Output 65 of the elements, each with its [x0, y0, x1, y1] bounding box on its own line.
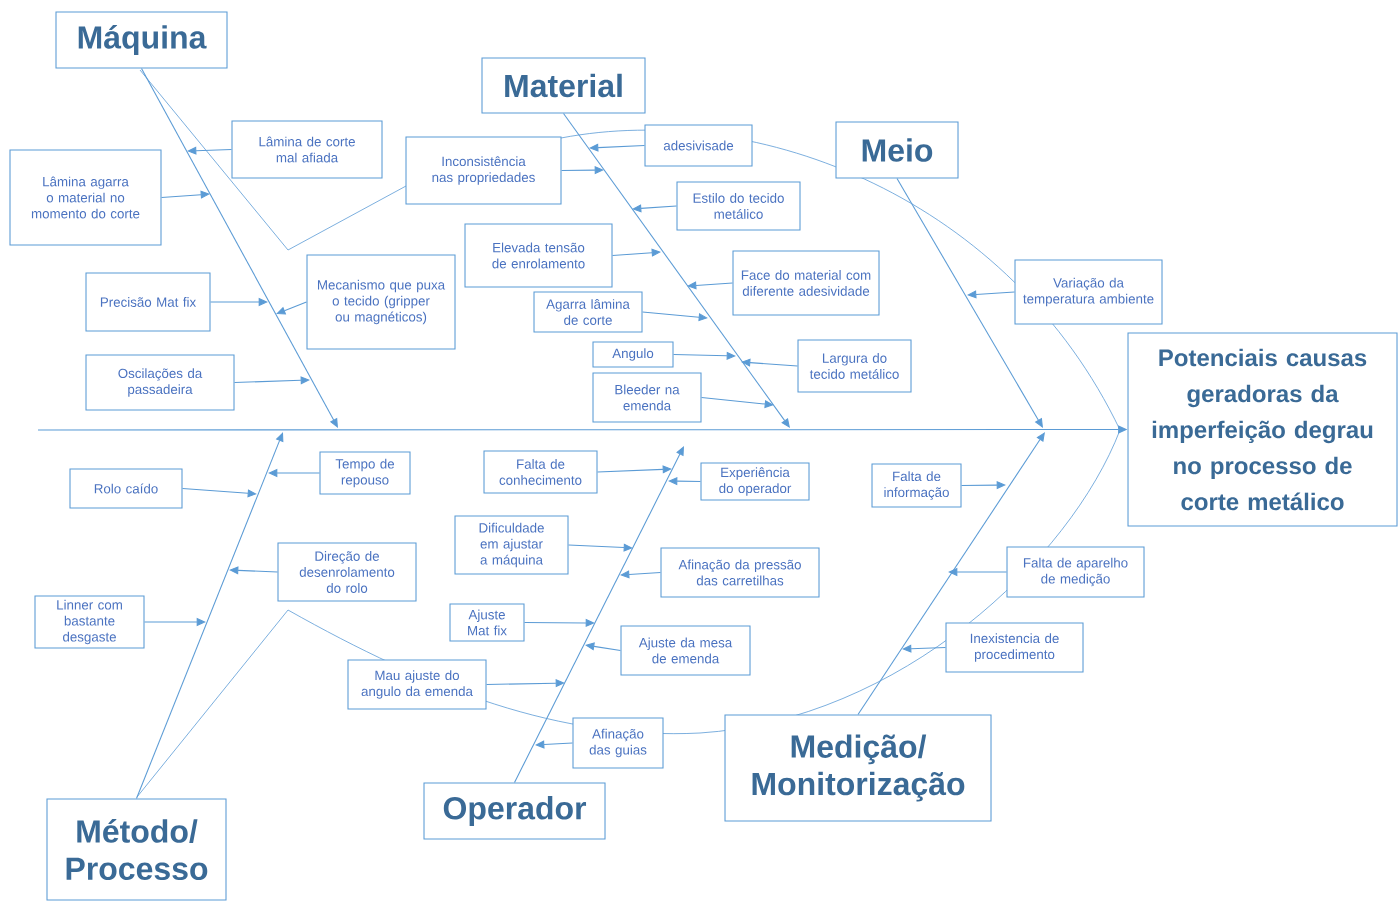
- cause-box: Variação da temperatura ambiente: [1014, 259, 1163, 325]
- arrow: [642, 311, 708, 322]
- cause-box: Afinação das guias: [572, 717, 664, 769]
- arrow: [513, 446, 684, 783]
- cause-box: Precisão Mat fix: [85, 272, 211, 332]
- cause-box: Oscilações da passadeira: [85, 354, 235, 411]
- cause-box: Mau ajuste do angulo da emenda: [347, 659, 487, 710]
- arrow: [668, 477, 701, 486]
- arrow: [585, 642, 621, 652]
- arrow: [620, 570, 661, 579]
- arrow: [857, 432, 1045, 715]
- cause-box: Estilo do tecido metálico: [676, 181, 801, 231]
- category-box: Método/ Processo: [46, 798, 227, 901]
- arrow: [535, 740, 573, 749]
- arrow: [486, 679, 565, 688]
- category-box: Meio: [835, 121, 959, 179]
- cause-box: Ajuste Mat fix: [449, 603, 525, 642]
- arrow: [902, 644, 946, 653]
- category-box: Medição/ Monitorização: [724, 714, 992, 822]
- arrow: [673, 351, 736, 360]
- category-box: Máquina: [55, 11, 228, 69]
- arrow: [234, 376, 310, 385]
- cause-box: Dificuldade em ajustar a máquina: [454, 515, 569, 575]
- cause-box: Tempo de repouso: [319, 451, 411, 495]
- arrow: [135, 432, 284, 799]
- cause-box: Elevada tensão de enrolamento: [464, 223, 613, 288]
- cause-box: Bleeder na emenda: [592, 372, 702, 423]
- arrow: [182, 487, 257, 498]
- cause-box: Lâmina agarra o material no momento do corte: [9, 149, 162, 246]
- category-box: Material: [481, 57, 646, 114]
- category-box: Operador: [423, 782, 606, 840]
- arrow: [589, 143, 645, 152]
- arrow: [632, 204, 677, 213]
- cause-box: Mecanismo que puxa o tecido (gripper ou magnéticos): [306, 254, 456, 350]
- cause-box: Lâmina de corte mal afiada: [231, 120, 383, 179]
- cause-box: Linner com bastante desgaste: [34, 595, 145, 649]
- cause-box: Experiência do operador: [700, 462, 810, 501]
- cause-box: Ajuste da mesa de emenda: [620, 625, 751, 676]
- cause-box: Agarra lâmina de corte: [533, 291, 643, 333]
- arrow: [229, 566, 278, 575]
- arrow: [140, 68, 338, 428]
- cause-box: Direção de desenrolamento do rolo: [277, 542, 417, 602]
- cause-box: Inexistencia de procedimento: [945, 622, 1084, 673]
- cause-box: Rolo caído: [69, 468, 183, 509]
- arrow: [562, 113, 790, 428]
- effect-box: Potenciais causas geradoras da imperfeição degrau no processo de corte metálico: [1127, 332, 1398, 527]
- cause-box: adesivisade: [644, 124, 753, 167]
- arrow: [568, 543, 633, 552]
- arrow: [187, 146, 232, 155]
- cause-box: Inconsistência nas propriedades: [405, 136, 562, 205]
- arrow: [276, 301, 307, 315]
- cause-box: Afinação da pressão das carretilhas: [660, 547, 820, 598]
- cause-box: Falta de conhecimento: [483, 450, 598, 494]
- arrow: [967, 290, 1015, 299]
- cause-box: Face do material com diferente adesividade: [732, 250, 880, 316]
- arrow: [161, 190, 210, 199]
- cause-box: Largura do tecido metálico: [797, 339, 912, 393]
- arrow: [687, 281, 733, 290]
- cause-box: Falta de informação: [871, 463, 962, 508]
- arrow: [612, 248, 661, 257]
- arrow: [896, 178, 1043, 428]
- arrow: [597, 465, 672, 474]
- arrow: [741, 358, 798, 367]
- cause-box: Angulo: [592, 341, 674, 368]
- cause-box: Falta de aparelho de medição: [1006, 546, 1145, 598]
